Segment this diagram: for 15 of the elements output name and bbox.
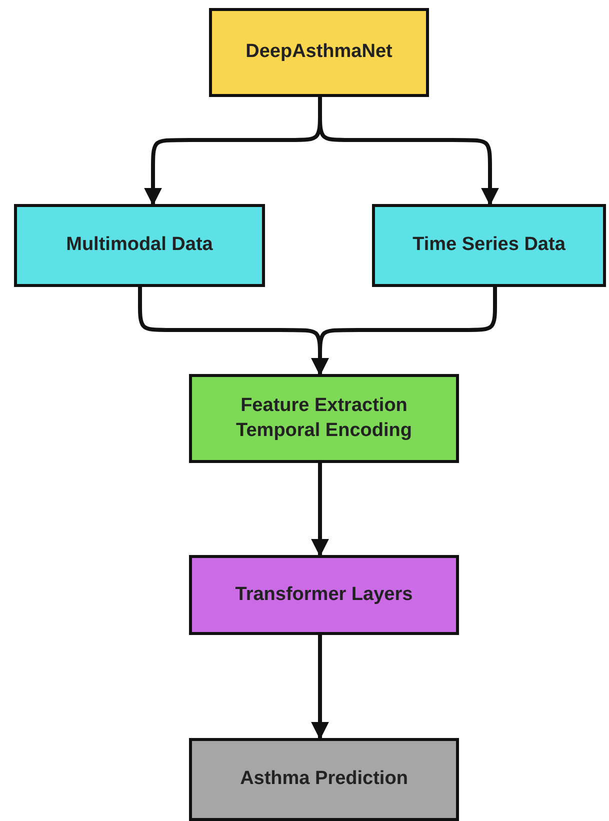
process-box [189,555,459,635]
box-label: Transformer Layers [235,582,413,607]
box-label: Asthma Prediction [240,767,408,792]
arrow [311,635,329,740]
process-box [14,204,265,287]
process-box [372,204,606,287]
box-label: Multimodal Data [66,233,213,258]
process-box [189,374,459,463]
arrow [311,463,329,557]
arrow [318,97,499,206]
process-box [189,738,459,821]
box-label: Time Series Data [412,233,566,258]
process-box [209,8,429,97]
box-label: Feature Extraction Temporal Encoding [235,394,413,442]
box-label: DeepAsthmaNet [246,40,392,64]
